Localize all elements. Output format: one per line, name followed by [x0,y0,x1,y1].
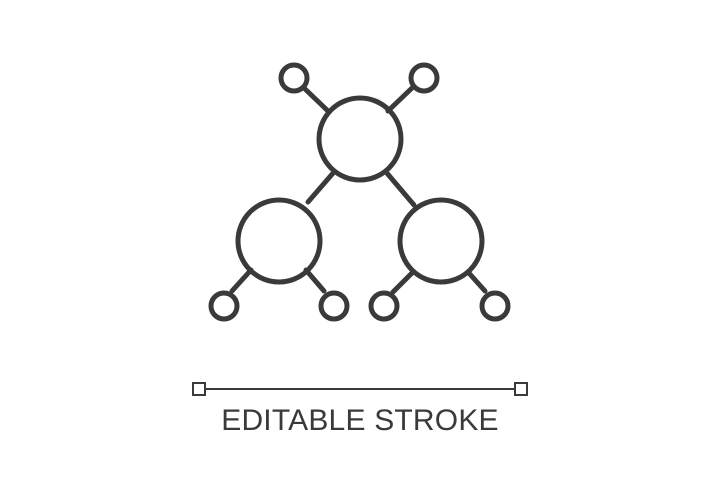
editable-stroke-caption: EDITABLE STROKE [221,404,499,437]
rule-end-handle [514,382,528,396]
root-node [316,95,404,183]
left-child-node [235,197,323,285]
bottom-leaf-node-4 [479,290,511,322]
top-left-leaf-node [278,62,310,94]
bottom-leaf-node-1 [208,290,240,322]
bottom-leaf-node-3 [368,290,400,322]
top-right-leaf-node [408,62,440,94]
right-child-node [397,197,485,285]
bottom-leaf-node-2 [318,290,350,322]
connector-lines [229,85,488,295]
rule-start-handle [192,382,206,396]
editable-stroke-rule [192,382,528,396]
